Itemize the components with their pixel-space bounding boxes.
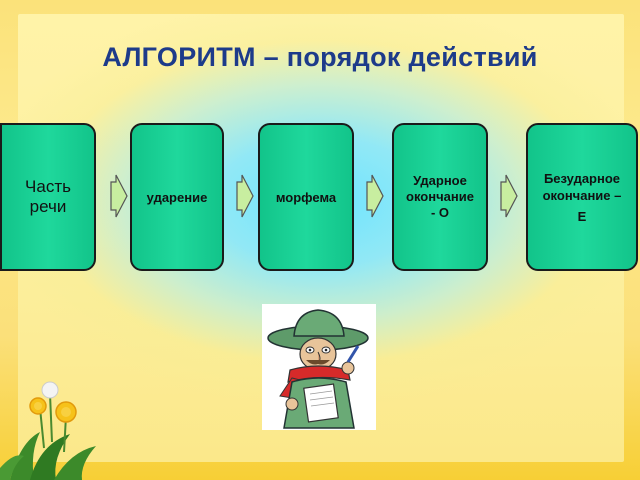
dandelion-icon	[0, 381, 96, 480]
step-part-of-speech: Часть речи	[0, 123, 96, 271]
cartoon-character-image	[262, 304, 376, 430]
step-morpheme: морфема	[258, 123, 354, 271]
step-1-line-2: речи	[29, 197, 67, 216]
step-2-label: ударение	[146, 189, 208, 205]
step-3-label: морфема	[275, 189, 337, 205]
step-stressed-ending: Ударное окончание - О	[392, 123, 488, 271]
step-5-line-3: Е	[577, 208, 587, 224]
step-4-line-2: окончание	[406, 189, 474, 204]
step-5-line-2: окончание –	[542, 187, 622, 203]
step-unstressed-ending: Безударное окончание – Е	[526, 123, 638, 271]
cartoon-character-icon	[267, 309, 369, 429]
right-arrow-icon	[110, 174, 128, 218]
step-5-line-1: Безударное	[543, 170, 621, 186]
right-arrow-icon	[366, 174, 384, 218]
step-1-line-1: Часть	[25, 177, 71, 196]
step-4-line-3: - О	[430, 205, 450, 220]
right-arrow-icon	[500, 174, 518, 218]
slide-title: АЛГОРИТМ – порядок действий	[102, 42, 538, 72]
step-4-line-1: Ударное	[413, 173, 467, 188]
step-stress: ударение	[130, 123, 224, 271]
right-arrow-icon	[236, 174, 254, 218]
